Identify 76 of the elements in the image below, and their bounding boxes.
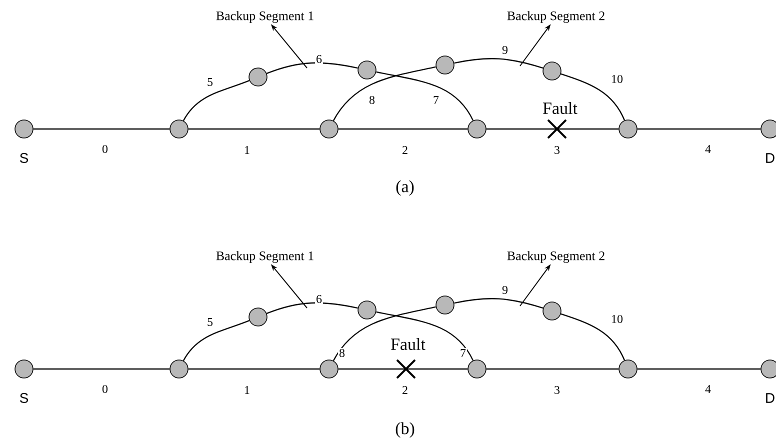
node-circle	[14, 360, 34, 378]
arc-segment	[376, 311, 474, 361]
line-segment	[338, 128, 468, 130]
fault-label: Fault	[543, 102, 578, 114]
node-circle	[542, 62, 562, 80]
node-label: S	[20, 153, 28, 163]
arc-segment	[266, 62, 358, 74]
line-segment	[486, 368, 619, 370]
arc-segment	[454, 298, 544, 309]
node-circle	[320, 120, 338, 138]
edge-label: 3	[553, 384, 561, 396]
segment-label: Backup Segment 2	[507, 11, 604, 23]
edge-label: 8	[338, 348, 346, 358]
node-circle	[436, 56, 454, 74]
arc-segment	[376, 71, 474, 121]
node-circle	[760, 360, 776, 378]
edge-label: 7	[459, 348, 467, 358]
node-circle	[248, 68, 268, 86]
node-circle	[760, 120, 776, 138]
node-label: S	[20, 393, 28, 403]
edge-label: 5	[206, 317, 214, 327]
arc-segment	[560, 73, 626, 121]
edge-label: 2	[401, 145, 409, 155]
node-circle	[618, 120, 638, 138]
node-circle	[468, 120, 486, 138]
line-segment	[637, 368, 761, 370]
line-segment	[637, 128, 761, 130]
edge-label: 5	[206, 77, 214, 87]
node-circle	[248, 308, 268, 326]
segment-label: Backup Segment 1	[216, 11, 314, 23]
edge-label: 1	[243, 385, 251, 395]
node-circle	[436, 296, 454, 314]
arc-segment	[182, 320, 250, 362]
edge-label: 0	[101, 144, 109, 154]
edge-label: 3	[553, 144, 561, 156]
node-circle	[542, 302, 562, 320]
node-circle	[468, 360, 486, 378]
arc-segment	[266, 302, 358, 314]
fault-label: Fault	[391, 338, 426, 350]
node-label: D	[766, 393, 774, 403]
line-segment	[188, 368, 320, 370]
edge-label: 10	[610, 74, 624, 84]
edge-label: 2	[401, 385, 409, 395]
segment-label: Backup Segment 1	[216, 251, 314, 263]
edge-label: 4	[704, 384, 712, 394]
edge-label: 6	[315, 54, 323, 64]
edge-label: 10	[610, 314, 624, 324]
edge-label: 7	[432, 95, 440, 105]
node-circle	[170, 360, 188, 378]
panel-caption: (a)	[396, 180, 414, 196]
node-circle	[358, 300, 376, 320]
node-circle	[358, 60, 376, 80]
edge-label: 4	[704, 144, 712, 154]
segment-label: Backup Segment 2	[507, 251, 604, 263]
edge-label: 9	[501, 44, 509, 56]
line-segment	[33, 368, 170, 370]
arc-segment	[560, 313, 626, 361]
node-circle	[14, 120, 34, 138]
line-segment	[486, 128, 619, 130]
edge-label: 9	[501, 284, 509, 296]
node-circle	[618, 360, 638, 378]
line-segment	[33, 128, 170, 130]
arc-segment	[332, 66, 436, 121]
node-circle	[320, 360, 338, 378]
edge-label: 0	[101, 384, 109, 394]
arc-segment	[454, 58, 544, 69]
line-segment	[188, 128, 320, 130]
arc-segment	[182, 80, 250, 121]
line-segment	[338, 368, 468, 370]
node-label: D	[766, 153, 774, 163]
edge-label: 8	[368, 94, 376, 106]
edge-label: 6	[315, 294, 323, 304]
node-circle	[170, 120, 188, 138]
arc-segment	[332, 306, 436, 362]
edge-label: 1	[243, 145, 251, 155]
panel-caption: (b)	[396, 422, 414, 438]
